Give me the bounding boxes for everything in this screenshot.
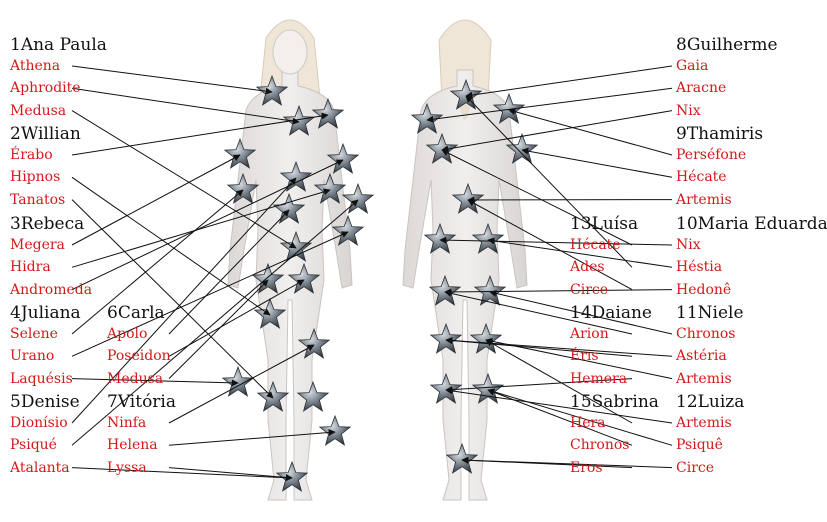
deity-label: Urano: [10, 349, 54, 363]
deity-label: Nix: [676, 104, 701, 118]
connector-arrow: [466, 66, 672, 96]
deity-label: Artemis: [676, 372, 732, 386]
deity-label: Artemis: [676, 193, 732, 207]
connector-arrow: [462, 460, 632, 468]
deity-label: Perséfone: [676, 148, 746, 162]
deity-label: Apolo: [107, 327, 147, 341]
deity-label: Circe: [676, 461, 714, 475]
group-title: 1Ana Paula: [10, 37, 107, 54]
deity-label: Atalanta: [10, 461, 70, 475]
deity-label: Hipnos: [10, 170, 60, 184]
deity-label: Érabo: [10, 148, 53, 162]
group-title: 6Carla: [107, 305, 165, 322]
deity-label: Helena: [107, 438, 158, 452]
deity-label: Astéria: [676, 349, 727, 363]
deity-label: Dionísio: [10, 416, 68, 430]
group-title: 5Denise: [10, 394, 80, 411]
deity-label: Héstia: [676, 260, 722, 274]
deity-label: Andromeda: [10, 283, 92, 297]
deity-label: Hedonê: [676, 283, 731, 297]
deity-label: Megera: [10, 238, 65, 252]
deity-label: Psiqué: [10, 438, 57, 452]
deity-label: Éris: [570, 349, 599, 363]
connector-arrow: [169, 280, 268, 379]
deity-label: Selene: [10, 327, 58, 341]
deity-label: Arion: [570, 327, 609, 341]
deity-label: Hécate: [570, 238, 621, 252]
deity-label: Poseidon: [107, 349, 171, 363]
connector-arrow: [72, 66, 272, 92]
connector-arrow: [522, 150, 672, 177]
deity-label: Aphrodite: [10, 81, 81, 95]
group-title: 13Luísa: [570, 216, 638, 233]
deity-label: Hécate: [676, 170, 727, 184]
group-title: 12Luiza: [676, 394, 744, 411]
deity-label: Tanatos: [10, 193, 65, 207]
deity-label: Medusa: [107, 372, 163, 386]
group-title: 3Rebeca: [10, 216, 84, 233]
deity-label: Psiquê: [676, 438, 723, 452]
deity-label: Ninfa: [107, 416, 146, 430]
group-title: 10Maria Eduarda: [676, 216, 827, 233]
connector-arrow: [72, 155, 240, 245]
group-title: 4Juliana: [10, 305, 81, 322]
deity-label: Circe: [570, 283, 608, 297]
deity-label: Eros: [570, 461, 603, 475]
deity-label: Hidra: [10, 260, 51, 274]
deity-label: Artemis: [676, 416, 732, 430]
deity-label: Chronos: [676, 327, 735, 341]
deity-label: Nix: [676, 238, 701, 252]
group-title: 15Sabrina: [570, 394, 659, 411]
deity-label: Hemera: [570, 372, 627, 386]
deity-label: Laquésis: [10, 372, 73, 386]
star-icon: [320, 416, 350, 445]
deity-label: Aracne: [676, 81, 726, 95]
deity-label: Gaia: [676, 59, 708, 73]
group-title: 8Guilherme: [676, 37, 778, 54]
deity-label: Medusa: [10, 104, 66, 118]
group-title: 2Willian: [10, 126, 81, 143]
deity-label: Hera: [570, 416, 606, 430]
group-title: 14Daiane: [570, 305, 652, 322]
deity-label: Ades: [570, 260, 605, 274]
deity-label: Athena: [10, 59, 60, 73]
group-title: 9Thamiris: [676, 126, 763, 143]
deity-label: Chronos: [570, 438, 629, 452]
deity-label: Lyssa: [107, 461, 147, 475]
group-title: 11Niele: [676, 305, 744, 322]
group-title: 7Vitória: [107, 394, 176, 411]
